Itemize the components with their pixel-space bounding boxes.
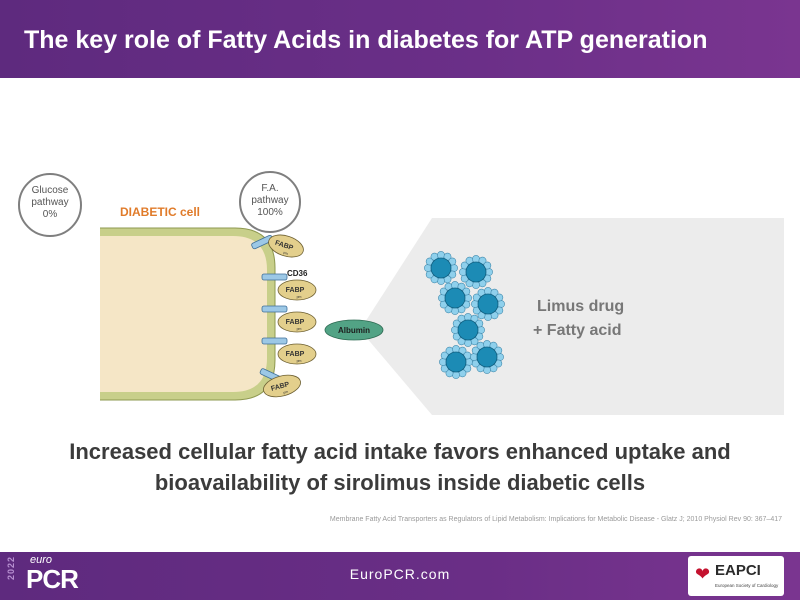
fatty-acid-bead <box>471 300 479 308</box>
fabp-subscript: pm <box>283 251 289 256</box>
transporter-bar <box>261 305 288 313</box>
cd36-transporter <box>261 273 288 281</box>
footer-bar: 2022 euro PCR EuroPCR.com ❤ EAPCI Europe… <box>0 552 800 600</box>
fatty-acid-bead <box>484 313 492 321</box>
fatty-acid-bead <box>484 287 492 295</box>
fatty-acid-bead <box>497 300 505 308</box>
fabp-protein: FABP pm <box>263 374 301 398</box>
fatty-acid-bead <box>470 353 478 361</box>
drug-core <box>476 346 498 368</box>
fabp-subscript: pm <box>297 359 302 363</box>
drug-particle <box>459 255 493 289</box>
fatty-acid-bead <box>496 353 504 361</box>
fatty-acid-bead <box>485 268 493 276</box>
fa-pathway-percent: 100% <box>257 207 283 218</box>
fatty-acid-bead <box>437 277 445 285</box>
fabp-label: FABP <box>270 381 290 393</box>
fabp-label: FABP <box>286 287 305 294</box>
drug-particle <box>451 313 485 347</box>
uptake-funnel <box>360 218 784 415</box>
albumin-protein <box>324 319 384 341</box>
glucose-pathway-percent: 0% <box>43 209 58 220</box>
fatty-acid-bead <box>452 371 460 379</box>
fatty-acid-bead <box>464 339 472 347</box>
glucose-pathway-label-1: Glucose <box>32 185 69 196</box>
slide-title: The key role of Fatty Acids in diabetes … <box>24 26 708 54</box>
transporter-bar <box>261 337 288 345</box>
header-bar: The key role of Fatty Acids in diabetes … <box>0 0 800 78</box>
albumin-label: Albumin <box>338 326 370 335</box>
conclusion-line-1: Increased cellular fatty acid intake fav… <box>69 439 731 464</box>
glucose-pathway-label-2: pathway <box>31 197 68 208</box>
drug-core <box>445 351 467 373</box>
fatty-acid-bead <box>472 281 480 289</box>
glucose-pathway-circle <box>18 173 82 237</box>
drug-core <box>477 293 499 315</box>
drug-particle <box>424 251 458 285</box>
fabp-protein: FABP pm <box>277 279 317 301</box>
fa-pathway-circle <box>239 171 301 233</box>
conclusion-text: Increased cellular fatty acid intake fav… <box>20 436 780 498</box>
citation: Membrane Fatty Acid Transporters as Regu… <box>329 516 782 523</box>
fatty-acid-bead <box>424 264 432 272</box>
fa-pathway-label-2: pathway <box>251 195 288 206</box>
fa-pathway-label-1: F.A. <box>261 183 278 194</box>
fatty-acid-bead <box>483 366 491 374</box>
europcr-website-link[interactable]: EuroPCR.com <box>349 566 451 582</box>
fatty-acid-bead <box>451 307 459 315</box>
drug-particle <box>470 340 504 374</box>
fabp-subscript: pm <box>297 295 302 299</box>
europcr-logo: PCR <box>26 564 79 594</box>
drug-particle <box>439 345 473 379</box>
drug-core <box>444 287 466 309</box>
diabetic-cell-label: DIABETIC cell <box>120 205 200 219</box>
cd36-label: CD36 <box>287 269 308 278</box>
fatty-acid-bead <box>472 255 480 263</box>
eapci-logo: ❤ EAPCI European Society of Cardiology <box>688 556 784 596</box>
fatty-acid-bead <box>451 281 459 289</box>
fatty-acid-bead <box>450 264 458 272</box>
fatty-acid-bead <box>477 326 485 334</box>
drug-particle <box>471 287 505 321</box>
fatty-acid-bead <box>451 326 459 334</box>
drug-label-line-1: Limus drug <box>537 298 624 315</box>
drug-core <box>430 257 452 279</box>
fabp-label: FABP <box>286 351 305 358</box>
fatty-acid-bead <box>438 294 446 302</box>
fabp-protein: FABP pm <box>277 343 317 365</box>
fatty-acid-bead <box>439 358 447 366</box>
fatty-acid-bead <box>464 313 472 321</box>
fabp-subscript: pm <box>283 390 289 395</box>
conclusion-line-2: bioavailability of sirolimus inside diab… <box>154 470 646 495</box>
fatty-acid-bead <box>452 345 460 353</box>
fabp-protein: FABP pm <box>268 234 304 258</box>
fatty-acid-bead <box>464 294 472 302</box>
drug-particle <box>438 281 472 315</box>
drug-label-line-2: + Fatty acid <box>533 322 621 339</box>
limus-drug-cluster <box>424 251 505 379</box>
fatty-acid-bead <box>437 251 445 259</box>
fabp-label: FABP <box>286 319 305 326</box>
cell-body <box>100 236 267 392</box>
fabp-subscript: pm <box>297 327 302 331</box>
drug-core <box>465 261 487 283</box>
fabp-protein: FABP pm <box>277 311 317 333</box>
eapci-logo-name: EAPCI <box>715 562 761 579</box>
fatty-acid-bead <box>483 340 491 348</box>
heart-icon: ❤ <box>695 564 711 584</box>
fatty-acid-diagram: Glucose pathway 0% F.A. pathway 100% DIA… <box>18 171 784 415</box>
drug-core <box>457 319 479 341</box>
eapci-logo-subtitle: European Society of Cardiology <box>715 583 779 588</box>
europcr-logo-euro: euro <box>30 554 53 566</box>
fatty-acid-bead <box>459 268 467 276</box>
